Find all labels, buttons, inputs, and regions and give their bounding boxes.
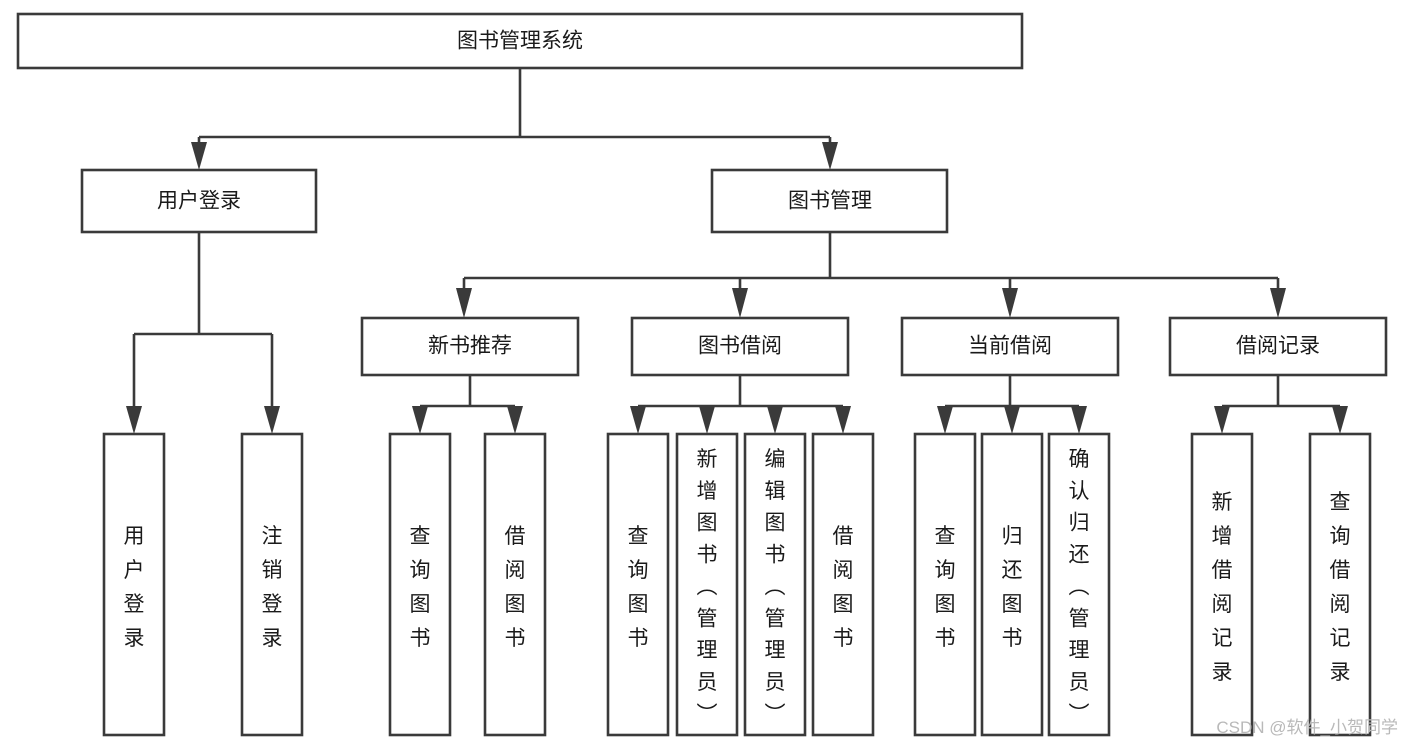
- node-leaf-query-book-3-label: 查询图书: [935, 525, 956, 650]
- arrow-head-icon: [456, 288, 472, 318]
- arrow-head-icon: [1071, 406, 1087, 434]
- arrow-head-icon: [732, 288, 748, 318]
- node-leaf-borrow-book-2[interactable]: 借阅图书: [811, 432, 875, 737]
- arrow-head-icon: [767, 406, 783, 434]
- node-leaf-logout-label: 注销登录: [262, 525, 283, 650]
- node-leaf-logout-box[interactable]: [240, 432, 304, 737]
- arrow-head-icon: [835, 406, 851, 434]
- node-user-login-box[interactable]: [80, 168, 318, 234]
- connector-layer: [126, 68, 1348, 434]
- node-leaf-edit-book[interactable]: 编辑图书︵管理员︶: [743, 432, 807, 737]
- node-leaf-borrow-book-1-label: 借阅图书: [505, 525, 526, 650]
- node-user-login-label: 用户登录: [157, 190, 241, 213]
- csdn-watermark: CSDN @软件_小贺同学: [1216, 718, 1398, 737]
- arrow-head-icon: [507, 406, 523, 434]
- node-new-book-rec-label: 新书推荐: [428, 335, 512, 358]
- node-current-borrow[interactable]: 当前借阅: [900, 316, 1120, 377]
- arrow-head-icon: [699, 406, 715, 434]
- node-leaf-edit-book-label: 编辑图书︵管理员︶: [765, 448, 786, 726]
- node-leaf-query-book-1[interactable]: 查询图书: [388, 432, 452, 737]
- node-leaf-add-record-box[interactable]: [1190, 432, 1254, 737]
- node-leaf-logout[interactable]: 注销登录: [240, 432, 304, 737]
- node-leaf-query-record-label: 查询借阅记录: [1330, 491, 1351, 684]
- node-book-borrow[interactable]: 图书借阅: [630, 316, 850, 377]
- node-book-borrow-label: 图书借阅: [698, 335, 782, 358]
- arrow-head-icon: [937, 406, 953, 434]
- node-leaf-borrow-book-2-label: 借阅图书: [833, 525, 854, 650]
- node-leaf-add-record-label: 新增借阅记录: [1212, 491, 1233, 684]
- node-book-manage-box[interactable]: [710, 168, 949, 234]
- node-leaf-edit-book-box[interactable]: [743, 432, 807, 737]
- arrow-head-icon: [126, 406, 142, 434]
- node-book-manage-label: 图书管理: [788, 190, 872, 213]
- node-leaf-borrow-book-2-box[interactable]: [811, 432, 875, 737]
- node-leaf-confirm-return[interactable]: 确认归还︵管理员︶: [1047, 432, 1111, 737]
- arrow-head-icon: [1270, 288, 1286, 318]
- node-new-book-rec[interactable]: 新书推荐: [360, 316, 580, 377]
- node-leaf-query-record-box[interactable]: [1308, 432, 1372, 737]
- arrow-head-icon: [412, 406, 428, 434]
- node-leaf-add-record[interactable]: 新增借阅记录: [1190, 432, 1254, 737]
- arrow-head-icon: [1002, 288, 1018, 318]
- node-leaf-query-book-1-label: 查询图书: [410, 525, 431, 650]
- arrow-head-icon: [191, 142, 207, 170]
- arrow-head-icon: [1332, 406, 1348, 434]
- arrow-head-icon: [1004, 406, 1020, 434]
- node-root-box[interactable]: [16, 12, 1024, 70]
- node-leaf-query-book-1-box[interactable]: [388, 432, 452, 737]
- arrow-head-icon: [630, 406, 646, 434]
- node-leaf-query-record[interactable]: 查询借阅记录: [1308, 432, 1372, 737]
- node-borrow-record-label: 借阅记录: [1236, 335, 1320, 358]
- node-root-label: 图书管理系统: [457, 30, 583, 53]
- node-leaf-query-book-2-label: 查询图书: [628, 525, 649, 650]
- node-leaf-borrow-book-1[interactable]: 借阅图书: [483, 432, 547, 737]
- node-current-borrow-box[interactable]: [900, 316, 1120, 377]
- node-leaf-add-book-box[interactable]: [675, 432, 739, 737]
- node-leaf-return-book-box[interactable]: [980, 432, 1044, 737]
- node-leaf-user-login-box[interactable]: [102, 432, 166, 737]
- node-leaf-query-book-3-box[interactable]: [913, 432, 977, 737]
- node-borrow-record-box[interactable]: [1168, 316, 1388, 377]
- node-leaf-query-book-2[interactable]: 查询图书: [606, 432, 670, 737]
- node-leaf-add-book-label: 新增图书︵管理员︶: [697, 448, 718, 726]
- node-leaf-borrow-book-1-box[interactable]: [483, 432, 547, 737]
- node-leaf-confirm-return-box[interactable]: [1047, 432, 1111, 737]
- leaf-nodes-layer: 用户登录 注销登录 查询图书 借阅图书 查询图书 新增图书︵管理员︶: [102, 432, 1372, 737]
- node-leaf-query-book-2-box[interactable]: [606, 432, 670, 737]
- node-leaf-query-book-3[interactable]: 查询图书: [913, 432, 977, 737]
- node-borrow-record[interactable]: 借阅记录: [1168, 316, 1388, 377]
- node-current-borrow-label: 当前借阅: [968, 335, 1052, 358]
- node-user-login[interactable]: 用户登录: [80, 168, 318, 234]
- node-leaf-add-book[interactable]: 新增图书︵管理员︶: [675, 432, 739, 737]
- arrow-head-icon: [264, 406, 280, 434]
- node-leaf-user-login[interactable]: 用户登录: [102, 432, 166, 737]
- node-root[interactable]: 图书管理系统: [16, 12, 1024, 70]
- node-leaf-return-book[interactable]: 归还图书: [980, 432, 1044, 737]
- node-book-manage[interactable]: 图书管理: [710, 168, 949, 234]
- arrow-head-icon: [1214, 406, 1230, 434]
- node-leaf-user-login-label: 用户登录: [124, 525, 145, 650]
- node-leaf-confirm-return-label: 确认归还︵管理员︶: [1069, 448, 1090, 726]
- node-new-book-rec-box[interactable]: [360, 316, 580, 377]
- arrow-head-icon: [822, 142, 838, 170]
- node-leaf-return-book-label: 归还图书: [1002, 525, 1023, 650]
- node-book-borrow-box[interactable]: [630, 316, 850, 377]
